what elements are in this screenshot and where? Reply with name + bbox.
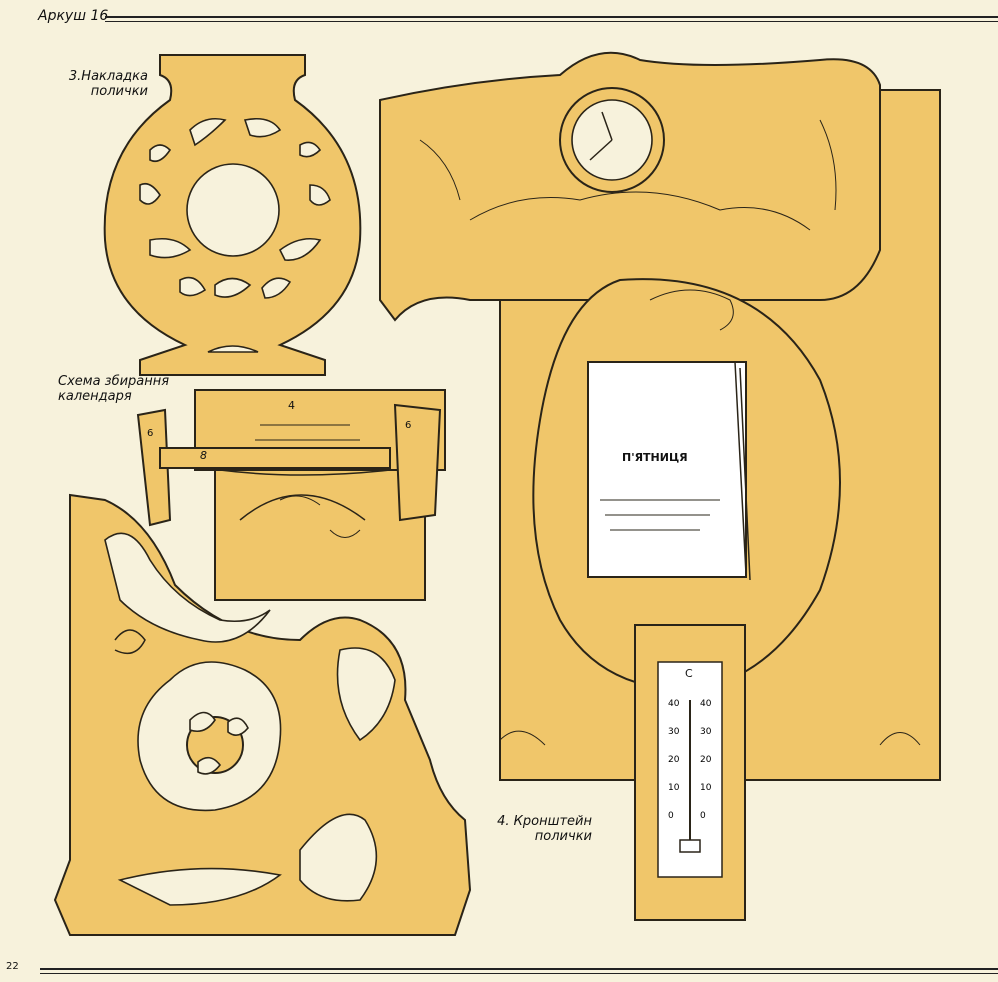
assembly-num-shelf: 8 xyxy=(200,449,207,462)
tick-label: 30 xyxy=(700,727,712,737)
footer-rule-thin xyxy=(40,973,998,974)
tick-label: 0 xyxy=(668,811,674,821)
tick-label: 10 xyxy=(700,783,712,793)
footer-rule xyxy=(40,968,998,970)
header-rule-thin xyxy=(105,21,998,22)
calendar-plaque xyxy=(379,51,941,921)
assembly-num-right: 6 xyxy=(405,420,412,431)
page-number: 22 xyxy=(6,961,19,972)
bracket-piece xyxy=(53,493,472,936)
thermometer-scale-left: 40 30 20 10 0 xyxy=(668,690,679,830)
assembly-num-top: 4 xyxy=(288,399,295,412)
tick-label: 30 xyxy=(668,727,680,737)
tick-label: 20 xyxy=(700,755,712,765)
tick-label: 40 xyxy=(700,699,712,709)
tick-label: 10 xyxy=(668,783,680,793)
assembly-diagram xyxy=(136,389,446,601)
sheet-title: Аркуш 16 xyxy=(38,8,109,24)
shelf-overlay-label: 3.Накладка полички xyxy=(68,69,148,99)
assembly-num-left: 6 xyxy=(147,428,154,439)
tick-label: 20 xyxy=(668,755,680,765)
calendar-weekday: П'ЯТНИЦЯ xyxy=(622,451,688,464)
assembly-label: Схема збирання календаря xyxy=(58,374,170,404)
thermometer-scale-right: 40 30 20 10 0 xyxy=(700,690,711,830)
header-rule xyxy=(105,16,998,18)
thermometer-unit: C xyxy=(685,667,693,680)
bracket-label: 4. Кронштейн полички xyxy=(497,814,592,844)
shelf-overlay-piece xyxy=(103,54,362,376)
tick-label: 0 xyxy=(700,811,706,821)
tick-label: 40 xyxy=(668,699,680,709)
